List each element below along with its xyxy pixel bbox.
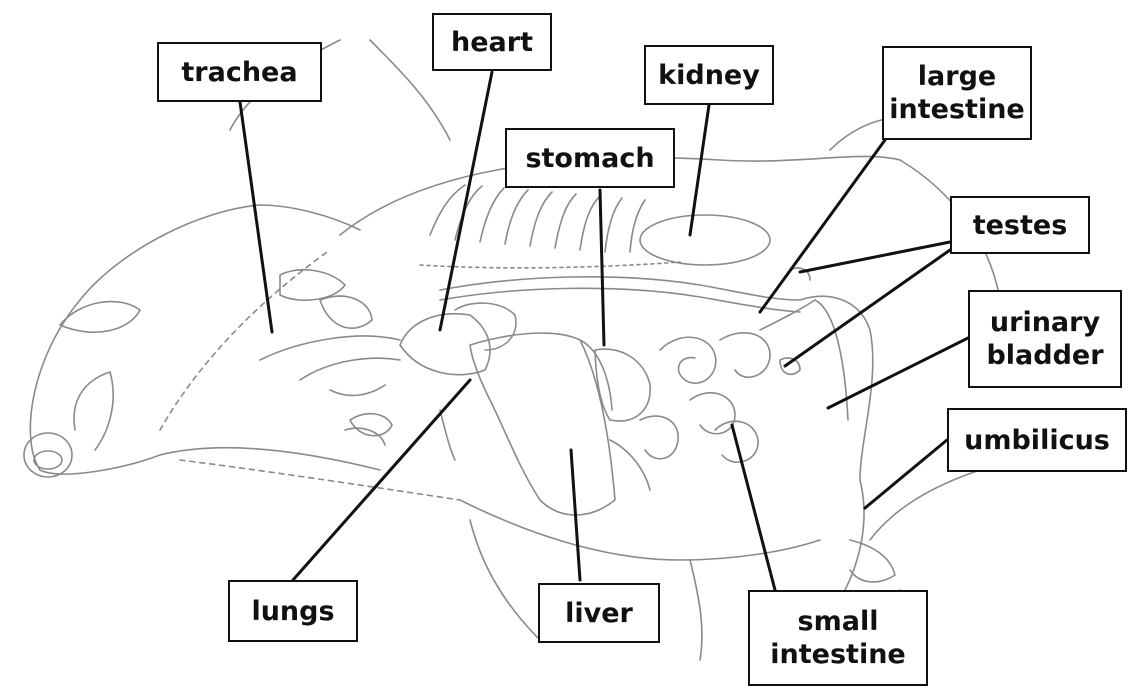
label-heart: heart bbox=[432, 13, 552, 71]
label-small-intestine-line1: small bbox=[798, 605, 879, 638]
label-large-intestine-line1: large bbox=[918, 60, 996, 93]
leader-lungs bbox=[293, 380, 470, 580]
leader-umbilicus bbox=[865, 440, 947, 508]
label-heart-text: heart bbox=[451, 26, 533, 59]
label-urinary-bladder-line2: bladder bbox=[986, 339, 1103, 372]
label-kidney-text: kidney bbox=[658, 59, 760, 92]
label-urinary-bladder-line1: urinary bbox=[990, 306, 1100, 339]
leader-small-intestine bbox=[732, 425, 775, 590]
label-small-intestine-line2: intestine bbox=[770, 638, 905, 671]
label-testes-text: testes bbox=[973, 209, 1068, 242]
label-stomach-text: stomach bbox=[525, 142, 654, 175]
label-testes: testes bbox=[950, 196, 1090, 254]
label-trachea: trachea bbox=[157, 42, 322, 102]
leader-large-intestine bbox=[760, 140, 885, 312]
label-lungs: lungs bbox=[228, 580, 358, 642]
label-large-intestine-line2: intestine bbox=[889, 93, 1024, 126]
label-umbilicus-text: umbilicus bbox=[964, 424, 1110, 457]
label-liver: liver bbox=[538, 583, 660, 643]
label-kidney: kidney bbox=[644, 45, 774, 105]
label-urinary-bladder: urinary bladder bbox=[968, 290, 1122, 388]
leader-stomach bbox=[600, 190, 604, 345]
label-stomach: stomach bbox=[505, 128, 675, 188]
leader-testes-lower bbox=[785, 250, 950, 366]
label-trachea-text: trachea bbox=[181, 56, 297, 89]
label-small-intestine: small intestine bbox=[748, 590, 928, 686]
leader-urinary-bladder bbox=[828, 338, 968, 408]
leader-trachea bbox=[240, 102, 272, 332]
label-lungs-text: lungs bbox=[251, 595, 334, 628]
label-liver-text: liver bbox=[565, 597, 633, 630]
label-umbilicus: umbilicus bbox=[947, 408, 1127, 472]
label-large-intestine: large intestine bbox=[882, 46, 1032, 140]
